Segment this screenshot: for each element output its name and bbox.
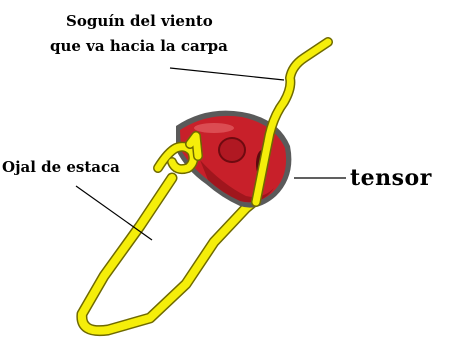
guy-line-label-line1: Soguín del viento: [66, 12, 213, 30]
stake-loop-leader: [75, 185, 153, 241]
stake-loop-label: Ojal de estaca: [2, 158, 120, 176]
guy-line-leader: [169, 67, 285, 81]
stake-loop-rope-core: [77, 162, 280, 335]
stake-loop-rope: [76, 160, 282, 337]
rope-knot-core: [154, 143, 197, 173]
guy-line-label-line2: que va hacia la carpa: [50, 37, 228, 55]
tensor-label: tensor: [350, 165, 432, 191]
tensor-shading: [200, 160, 274, 203]
tensor-hole-center: [218, 137, 246, 163]
guy-line-rope: [153, 37, 333, 207]
tensor-highlight: [194, 123, 234, 133]
rope-through-hole-core: [186, 132, 202, 160]
guy-line-rope-core: [252, 38, 332, 206]
